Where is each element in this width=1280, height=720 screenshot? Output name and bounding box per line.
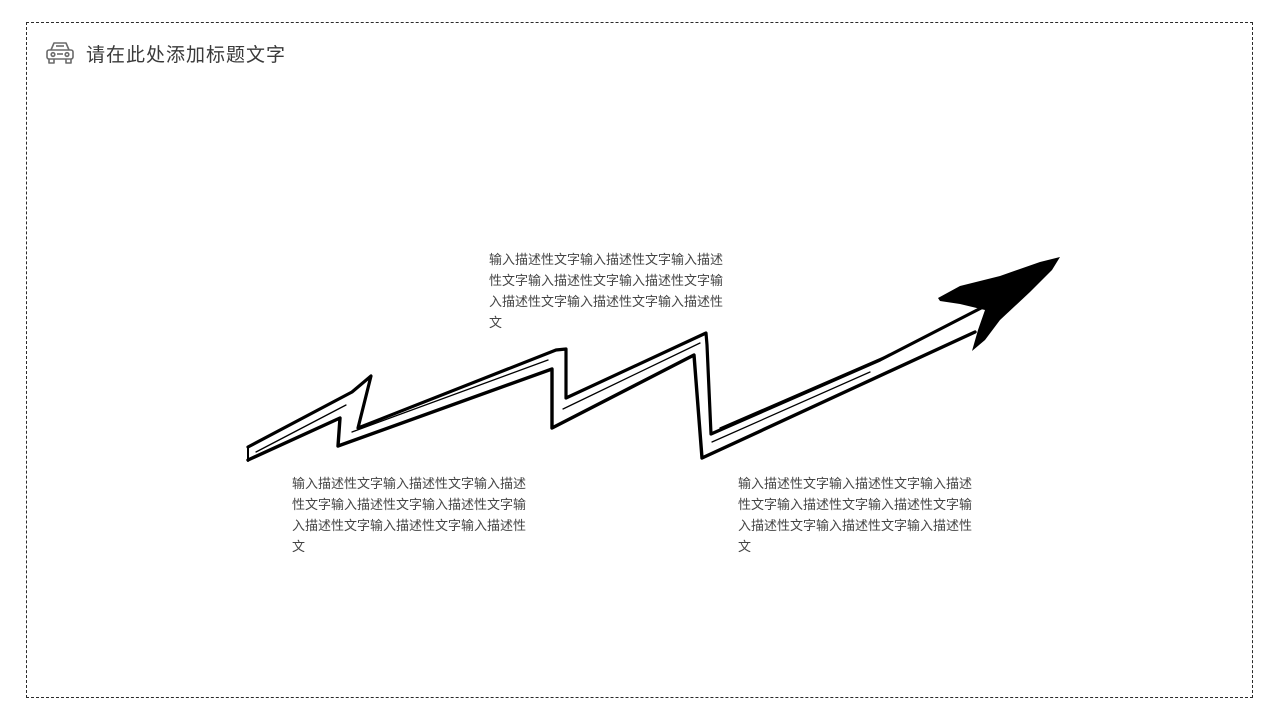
arrow-outline-top (246, 304, 987, 449)
page-title: 请在此处添加标题文字 (86, 43, 287, 66)
arrow-head (938, 257, 1060, 351)
car-icon (44, 39, 76, 67)
slide-frame (26, 22, 1253, 698)
slide-header: 请在此处添加标题文字 (44, 38, 286, 68)
arrow-outline-bottom (246, 330, 977, 462)
arrow-sketch-lines (255, 342, 901, 453)
description-left: 输入描述性文字输入描述性文字输入描述性文字输入描述性文字输入描述性文字输入描述性… (292, 477, 527, 555)
description-top: 输入描述性文字输入描述性文字输入描述性文字输入描述性文字输入描述性文字输入描述性… (489, 253, 724, 331)
description-right: 输入描述性文字输入描述性文字输入描述性文字输入描述性文字输入描述性文字输入描述性… (738, 477, 973, 555)
